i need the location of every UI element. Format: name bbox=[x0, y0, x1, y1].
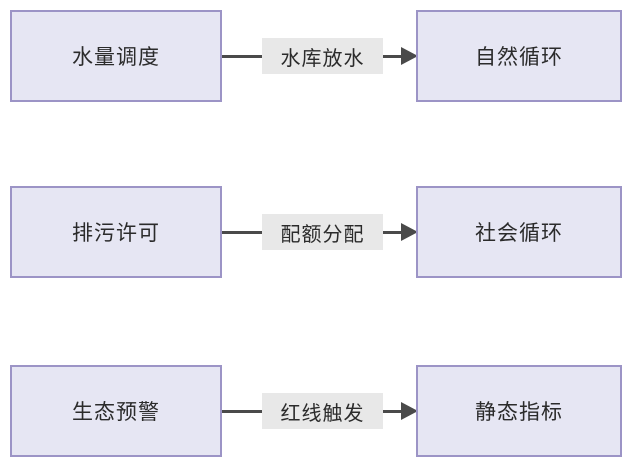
node-natural-cycle: 自然循环 bbox=[416, 10, 622, 102]
node-social-cycle: 社会循环 bbox=[416, 186, 622, 278]
node-label: 排污许可 bbox=[72, 221, 160, 245]
node-water-dispatch: 水量调度 bbox=[10, 10, 222, 102]
connector-line-left bbox=[222, 409, 262, 413]
node-label: 水量调度 bbox=[72, 45, 160, 69]
edge-label-chip: 红线触发 bbox=[262, 393, 383, 429]
connector-line-right bbox=[383, 54, 402, 58]
connector-line-right bbox=[383, 409, 402, 413]
flow-row-1: 水量调度 水库放水 自然循环 bbox=[0, 10, 630, 102]
node-label: 社会循环 bbox=[475, 221, 563, 245]
flow-row-2: 排污许可 配额分配 社会循环 bbox=[0, 186, 630, 278]
node-discharge-permit: 排污许可 bbox=[10, 186, 222, 278]
connector-line-left bbox=[222, 54, 262, 58]
edge-label: 水库放水 bbox=[280, 47, 365, 70]
flow-row-3: 生态预警 红线触发 静态指标 bbox=[0, 365, 630, 457]
node-label: 生态预警 bbox=[72, 400, 160, 424]
node-label: 静态指标 bbox=[475, 400, 563, 424]
connector-line-left bbox=[222, 230, 262, 234]
edge-label-chip: 配额分配 bbox=[262, 214, 383, 250]
node-static-indicator: 静态指标 bbox=[416, 365, 622, 457]
node-eco-warning: 生态预警 bbox=[10, 365, 222, 457]
node-label: 自然循环 bbox=[475, 45, 563, 69]
edge-label: 红线触发 bbox=[280, 402, 365, 425]
edge-label-chip: 水库放水 bbox=[262, 38, 383, 74]
connector-line-right bbox=[383, 230, 402, 234]
edge-label: 配额分配 bbox=[280, 223, 365, 246]
